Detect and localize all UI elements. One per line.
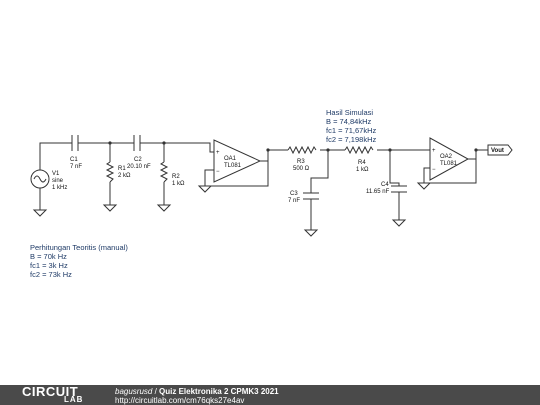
- capacitor-c2[interactable]: C2 20.10 nF: [127, 135, 151, 170]
- resistor-r3[interactable]: R3 500 Ω: [287, 145, 317, 172]
- vout-net-label[interactable]: Vout: [487, 144, 513, 156]
- v1-frequency: 1 kHz: [52, 185, 67, 191]
- separator: /: [152, 387, 160, 396]
- c2-value: 20.10 nF: [127, 164, 151, 170]
- footer-bar: CIRCUIT LAB bagusrusd / Quiz Elektronika…: [0, 384, 540, 405]
- r2-value: 1 kΩ: [172, 181, 185, 187]
- resistor-r2[interactable]: R2 1 kΩ: [159, 161, 185, 187]
- oa2-name: OA2: [440, 154, 453, 160]
- circuit-title[interactable]: Quiz Elektronika 2 CPMK3 2021: [159, 387, 279, 396]
- simulation-line: fc2 = 7,198kHz: [326, 135, 376, 144]
- r1-name: R1: [118, 166, 126, 172]
- c3-name: C3: [290, 191, 298, 197]
- theory-line: B = 70k Hz: [30, 252, 67, 261]
- circuitlab-logo[interactable]: CIRCUIT LAB: [22, 384, 107, 405]
- r3-name: R3: [297, 159, 305, 165]
- oa2-minus-sign: −: [432, 167, 436, 173]
- resistor-r4[interactable]: R4 1 kΩ: [344, 145, 374, 173]
- theory-line: fc2 = 73k Hz: [30, 270, 72, 279]
- opamp-oa1[interactable]: + − OA1 TL081: [213, 139, 262, 183]
- simulation-line: fc1 = 71,67kHz: [326, 126, 376, 135]
- ground-icon: [102, 204, 118, 212]
- simulation-title: Hasil Simulasi: [326, 108, 373, 117]
- junctions: [108, 141, 478, 152]
- simulation-result-note: Hasil Simulasi B = 74,84kHz fc1 = 71,67k…: [326, 108, 376, 144]
- oa1-model: TL081: [224, 163, 242, 169]
- theory-line: fc1 = 3k Hz: [30, 261, 68, 270]
- c4-name: C4: [381, 182, 389, 188]
- ground-symbols: [32, 182, 432, 237]
- capacitor-c4[interactable]: C4 11.65 nF: [366, 182, 407, 195]
- logo-top-text: CIRCUIT: [22, 384, 79, 399]
- r2-name: R2: [172, 174, 180, 180]
- oa1-minus-sign: −: [216, 169, 220, 175]
- logo-bottom-text: LAB: [64, 395, 84, 404]
- circuit-meta: bagusrusd / Quiz Elektronika 2 CPMK3 202…: [115, 387, 279, 405]
- wires: [39, 142, 488, 230]
- simulation-line: B = 74,84kHz: [326, 117, 371, 126]
- c3-value: 7 nF: [288, 198, 300, 204]
- ground-icon: [156, 204, 172, 212]
- c2-name: C2: [134, 157, 142, 163]
- oa2-model: TL081: [440, 161, 458, 167]
- r3-value: 500 Ω: [293, 166, 310, 172]
- theoretical-calc-note: Perhitungan Teoritis (manual) B = 70k Hz…: [30, 243, 128, 279]
- v1-name: V1: [52, 171, 60, 177]
- resistor-r1[interactable]: R1 2 kΩ: [105, 161, 131, 183]
- ground-icon: [391, 219, 407, 227]
- vout-label: Vout: [491, 148, 504, 154]
- ground-icon: [416, 182, 432, 190]
- r4-name: R4: [358, 160, 366, 166]
- v1-wave: sine: [52, 178, 64, 184]
- circuit-schematic: V1 sine 1 kHz C1 7 nF R1 2 kΩ C2 20.10 n…: [30, 108, 513, 279]
- theory-title: Perhitungan Teoritis (manual): [30, 243, 128, 252]
- oa1-plus-sign: +: [216, 150, 220, 156]
- r4-value: 1 kΩ: [356, 167, 369, 173]
- capacitor-c1[interactable]: C1 7 nF: [70, 135, 82, 170]
- opamp-oa2[interactable]: + − OA2 TL081: [429, 137, 470, 181]
- c4-value: 11.65 nF: [366, 189, 390, 195]
- oa1-name: OA1: [224, 156, 237, 162]
- c1-name: C1: [70, 157, 78, 163]
- ground-icon: [197, 185, 213, 193]
- ground-icon: [303, 229, 319, 237]
- capacitor-c3[interactable]: C3 7 nF: [288, 191, 319, 204]
- oa2-plus-sign: +: [432, 148, 436, 154]
- circuit-url[interactable]: http://circuitlab.com/cm76qks27e4av: [115, 396, 245, 405]
- author-link[interactable]: bagusrusd: [115, 387, 153, 396]
- ground-icon: [32, 209, 48, 217]
- c1-value: 7 nF: [70, 164, 82, 170]
- r1-value: 2 kΩ: [118, 173, 131, 179]
- v1-sine-source[interactable]: V1 sine 1 kHz: [30, 169, 67, 191]
